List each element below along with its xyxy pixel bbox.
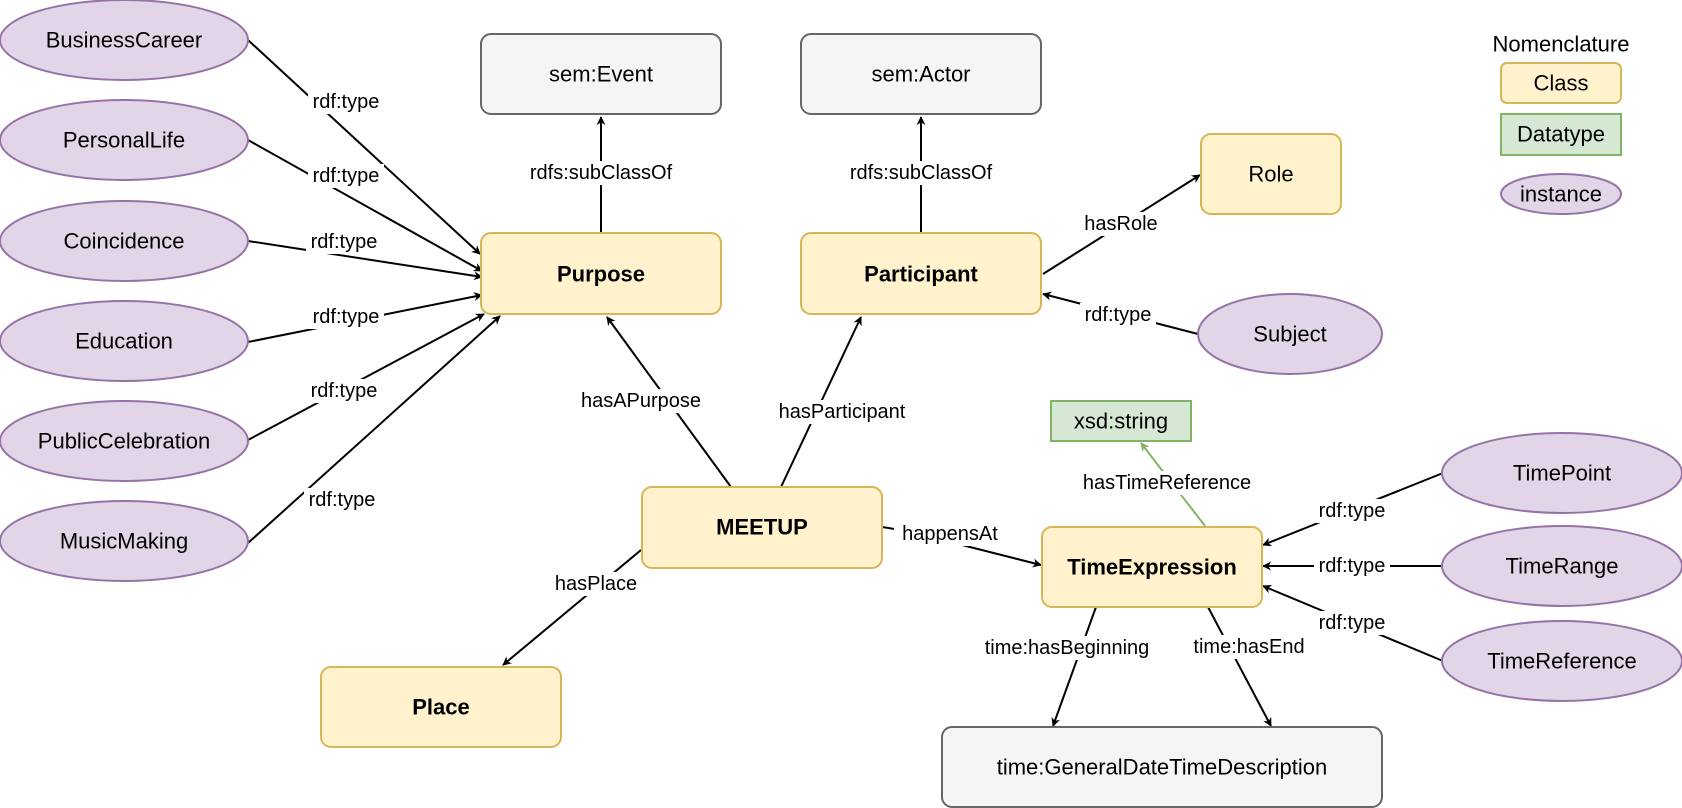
legend-datatype: Datatype xyxy=(1500,113,1622,156)
node-label: TimeExpression xyxy=(1067,555,1237,580)
edge-label-text: rdf:type xyxy=(311,231,378,253)
node-general-date-time-description[interactable]: time:GeneralDateTimeDescription xyxy=(941,726,1383,808)
edge-label-text: hasTimeReference xyxy=(1083,472,1251,494)
node-label: sem:Actor xyxy=(871,62,970,87)
node-label: Purpose xyxy=(557,262,645,287)
node-label: time:GeneralDateTimeDescription xyxy=(997,755,1328,780)
edge-coincidence-purpose xyxy=(247,240,483,281)
legend-datatype-label: Datatype xyxy=(1517,122,1605,147)
instance-publiccelebration[interactable]: PublicCelebration xyxy=(0,400,249,482)
edge-label-text: rdf:type xyxy=(313,165,380,187)
edge-label-rdftype-6: rdf:type xyxy=(304,488,380,512)
legend: Nomenclature Class Datatype instance xyxy=(1493,32,1630,215)
edge-label-text: hasAPurpose xyxy=(581,390,701,412)
instance-label: MusicMaking xyxy=(60,529,188,554)
node-label: Place xyxy=(412,695,470,720)
instance-label: TimePoint xyxy=(1513,461,1611,486)
node-label: MEETUP xyxy=(716,515,808,540)
edge-label-hasrole: hasRole xyxy=(1078,212,1164,236)
node-participant[interactable]: Participant xyxy=(800,232,1042,315)
edge-label-rdftype-subject: rdf:type xyxy=(1080,303,1156,327)
node-label: sem:Event xyxy=(549,62,653,87)
node-label: xsd:string xyxy=(1074,409,1168,434)
instance-education[interactable]: Education xyxy=(0,300,249,382)
instance-subject[interactable]: Subject xyxy=(1197,293,1383,375)
edge-label-rdftype-3: rdf:type xyxy=(306,230,382,254)
edge-label-rdftype-2: rdf:type xyxy=(308,164,384,188)
instance-personallife[interactable]: PersonalLife xyxy=(0,99,249,181)
instance-label: PublicCelebration xyxy=(38,429,210,454)
edge-label-rdftype-timepoint: rdf:type xyxy=(1314,499,1390,523)
edge-label-hasplace: hasPlace xyxy=(548,572,644,596)
edge-label-text: rdfs:subClassOf xyxy=(850,162,993,184)
instance-businesscareer[interactable]: BusinessCareer xyxy=(0,0,249,81)
node-xsd-string[interactable]: xsd:string xyxy=(1050,400,1192,442)
edge-label-text: time:hasBeginning xyxy=(985,637,1150,659)
edge-label-happensat: happensAt xyxy=(894,522,1006,546)
edge-label-text: rdf:type xyxy=(1319,612,1386,634)
instance-label: Subject xyxy=(1253,322,1326,347)
edge-musicmaking-purpose xyxy=(247,315,501,544)
instance-musicmaking[interactable]: MusicMaking xyxy=(0,500,249,582)
edge-label-rdftype-1: rdf:type xyxy=(308,90,384,114)
instance-label: Education xyxy=(75,329,173,354)
instance-coincidence[interactable]: Coincidence xyxy=(0,200,249,282)
instance-label: BusinessCareer xyxy=(46,28,203,53)
edge-label-text: hasPlace xyxy=(555,573,637,595)
edge-label-text: rdf:type xyxy=(313,91,380,113)
legend-class-label: Class xyxy=(1533,71,1588,96)
edge-businesscareer-purpose xyxy=(247,39,481,255)
edge-label-text: rdf:type xyxy=(309,489,376,511)
instance-timepoint[interactable]: TimePoint xyxy=(1441,432,1682,514)
edge-label-rdftype-timereference: rdf:type xyxy=(1314,611,1390,635)
edge-label-text: rdf:type xyxy=(1319,500,1386,522)
node-label: Participant xyxy=(864,262,978,287)
node-role[interactable]: Role xyxy=(1200,133,1342,215)
edge-label-rdftype-4: rdf:type xyxy=(308,305,384,329)
edge-meetup-place xyxy=(502,549,642,666)
legend-instance: instance xyxy=(1500,173,1622,215)
edge-label-hasparticipant: hasParticipant xyxy=(769,400,915,424)
node-meetup[interactable]: MEETUP xyxy=(641,486,883,569)
instance-timereference[interactable]: TimeReference xyxy=(1441,620,1682,702)
edge-label-hasbeginning: time:hasBeginning xyxy=(982,636,1152,660)
node-purpose[interactable]: Purpose xyxy=(480,232,722,315)
edge-label-text: rdf:type xyxy=(1085,304,1152,326)
edge-label-text: happensAt xyxy=(902,523,998,545)
edge-label-rdftype-5: rdf:type xyxy=(306,379,382,403)
edge-label-hasapurpose: hasAPurpose xyxy=(572,389,710,413)
instance-label: TimeReference xyxy=(1487,649,1637,674)
instance-label: PersonalLife xyxy=(63,128,185,153)
edge-publiccelebration-purpose xyxy=(247,313,485,441)
edge-label-text: rdfs:subClassOf xyxy=(530,162,673,184)
instance-timerange[interactable]: TimeRange xyxy=(1441,525,1682,607)
edge-label-subclassof-actor: rdfs:subClassOf xyxy=(840,161,1002,185)
edge-timeexpression-beginning xyxy=(1051,606,1097,727)
edge-personallife-purpose xyxy=(247,139,483,272)
edge-label-hastimereference: hasTimeReference xyxy=(1072,471,1262,495)
edge-label-text: time:hasEnd xyxy=(1193,636,1304,658)
node-sem-event[interactable]: sem:Event xyxy=(480,33,722,115)
legend-title: Nomenclature xyxy=(1493,32,1630,57)
edge-label-text: hasRole xyxy=(1084,213,1157,235)
edge-label-text: rdf:type xyxy=(313,306,380,328)
instance-label: TimeRange xyxy=(1506,554,1619,579)
instance-label: Coincidence xyxy=(63,229,184,254)
legend-class: Class xyxy=(1500,62,1622,104)
node-label: Role xyxy=(1248,162,1293,187)
edge-label-subclassof-event: rdfs:subClassOf xyxy=(520,161,682,185)
edge-label-rdftype-timerange: rdf:type xyxy=(1314,554,1390,578)
edge-timeexpression-end xyxy=(1207,606,1272,727)
edge-label-hasend: time:hasEnd xyxy=(1186,635,1312,659)
edge-label-text: hasParticipant xyxy=(779,401,906,423)
legend-instance-label: instance xyxy=(1520,182,1602,207)
edge-label-text: rdf:type xyxy=(311,380,378,402)
node-place[interactable]: Place xyxy=(320,666,562,748)
edge-label-text: rdf:type xyxy=(1319,555,1386,577)
node-sem-actor[interactable]: sem:Actor xyxy=(800,33,1042,115)
node-timeexpression[interactable]: TimeExpression xyxy=(1041,526,1263,608)
